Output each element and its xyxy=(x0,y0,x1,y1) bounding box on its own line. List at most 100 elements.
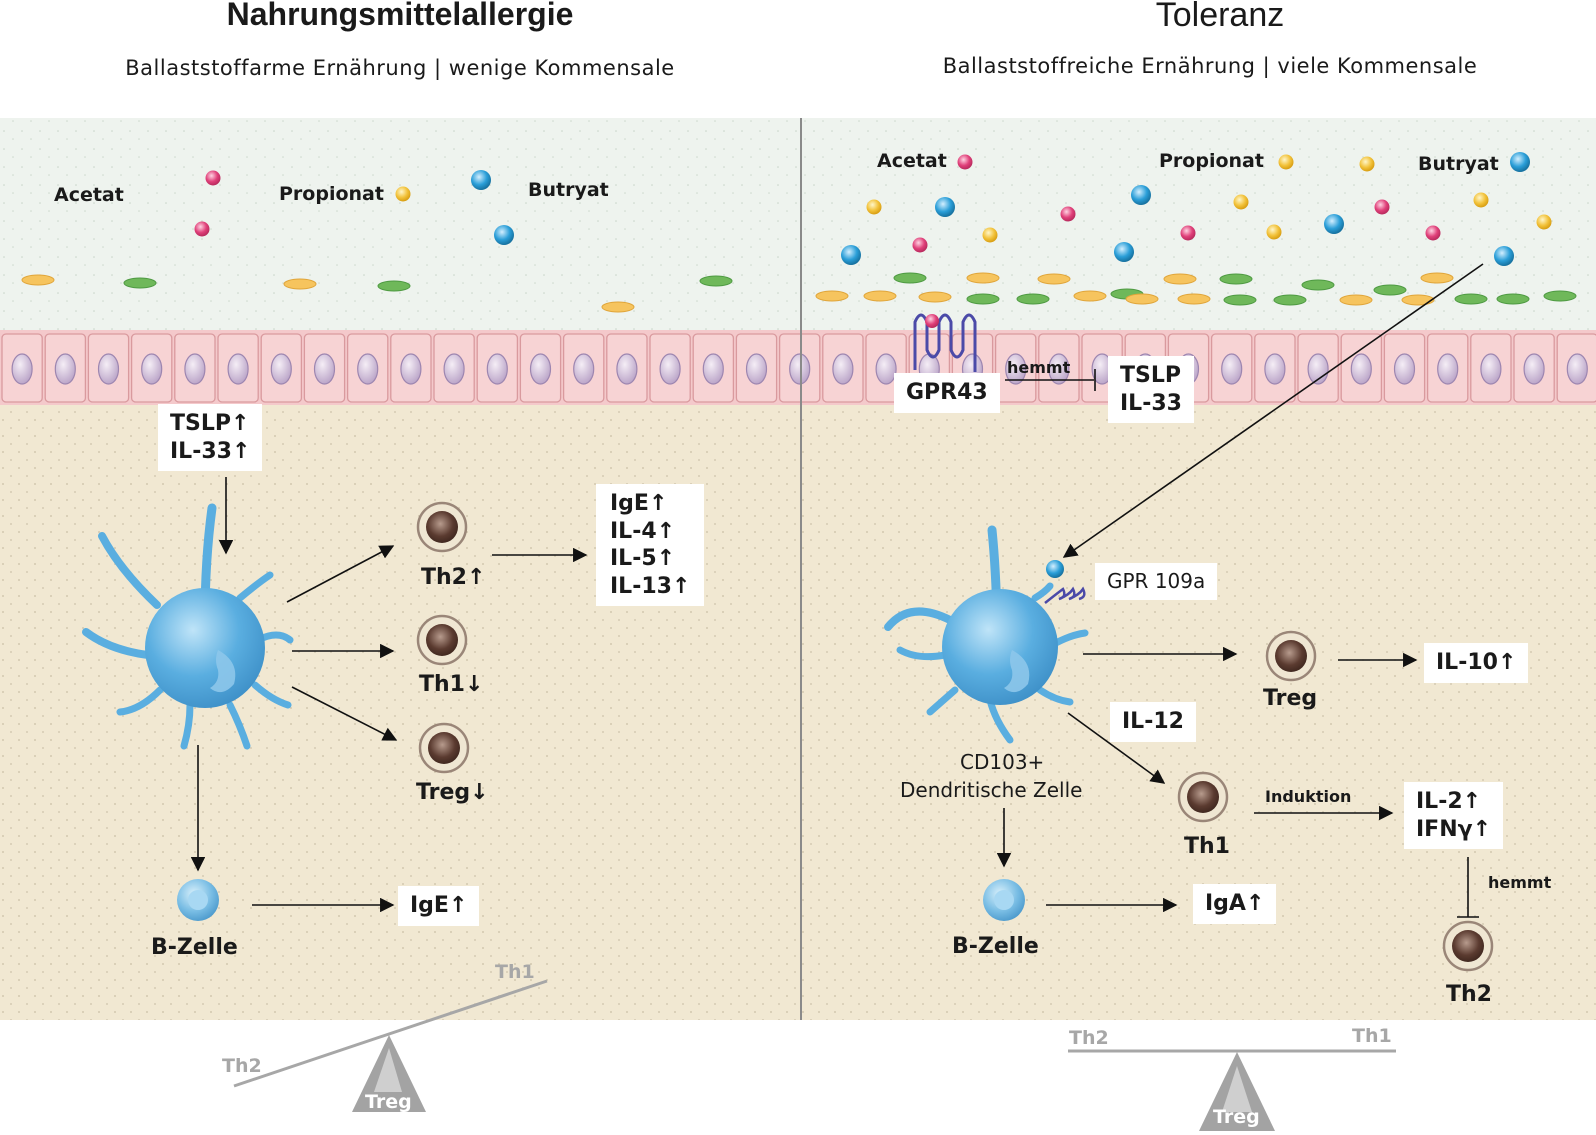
treg-cell-left xyxy=(418,722,470,774)
right-th2-label: Th2 xyxy=(1446,982,1492,1007)
bacterium xyxy=(1125,293,1159,305)
butryat-molecule xyxy=(1324,214,1344,234)
th1-cell-left xyxy=(416,614,468,666)
bacterium xyxy=(21,274,55,286)
epithelial-nucleus xyxy=(11,353,33,385)
left-cytokine-box: IgE↑ IL-4↑ IL-5↑ IL-13↑ xyxy=(596,484,705,606)
epithelial-nucleus xyxy=(1393,353,1416,385)
bacterium xyxy=(893,272,927,284)
epithelial-nucleus xyxy=(1480,353,1502,385)
right-tslp-il33-box: TSLP IL-33 xyxy=(1108,356,1194,423)
left-cytokine-il13: IL-13↑ xyxy=(610,573,691,599)
gpr109a-receptor xyxy=(1044,586,1086,604)
right-butryat-label: Butryat xyxy=(1418,153,1499,175)
right-il12-box: IL-12 xyxy=(1110,702,1196,742)
left-cytokine-ige: IgE↑ xyxy=(610,491,668,516)
bacterium xyxy=(123,277,157,289)
bacterium xyxy=(1496,293,1530,305)
bacterium xyxy=(1223,294,1257,306)
epithelial-nucleus xyxy=(1350,353,1372,385)
acetat-molecule xyxy=(1374,199,1390,215)
epithelial-nucleus xyxy=(400,353,422,385)
butryat-molecule xyxy=(1131,185,1151,205)
acetat-molecule xyxy=(205,170,221,186)
th1-cell-right xyxy=(1177,771,1229,823)
acetat-molecule xyxy=(1425,225,1441,241)
left-scale-th2: Th2 xyxy=(222,1055,262,1077)
right-hemmt-th2: hemmt xyxy=(1488,873,1552,892)
propionat-molecule xyxy=(982,227,998,243)
left-acetat-label: Acetat xyxy=(54,184,124,206)
right-acetat-label: Acetat xyxy=(877,150,947,172)
bacterium xyxy=(815,290,849,302)
epithelial-nucleus xyxy=(659,353,681,385)
propionat-molecule xyxy=(1278,154,1294,170)
dendritic-cell-right xyxy=(884,525,1089,744)
right-gpr43-box: GPR43 xyxy=(894,373,1000,413)
right-arrows xyxy=(996,263,1484,918)
left-scale-treg: Treg xyxy=(365,1091,412,1113)
butryat-molecule xyxy=(935,197,955,217)
left-arrows xyxy=(190,477,588,913)
propionat-molecule xyxy=(866,199,882,215)
epithelial-nucleus xyxy=(270,353,292,385)
left-il33: IL-33↑ xyxy=(170,438,251,464)
left-th1-label: Th1↓ xyxy=(419,672,484,697)
bacterium xyxy=(1401,294,1435,306)
left-subtitle: Ballaststoffarme Ernährung | wenige Komm… xyxy=(125,56,675,80)
epithelial-nucleus xyxy=(54,353,76,385)
epithelial-nucleus xyxy=(1523,353,1545,385)
epithelial-nucleus xyxy=(1437,353,1459,385)
left-cytokine-il5: IL-5↑ xyxy=(610,546,676,571)
epithelial-nucleus xyxy=(529,353,552,385)
right-subtitle: Ballaststoffreiche Ernährung | viele Kom… xyxy=(942,54,1478,78)
epithelial-nucleus xyxy=(184,353,206,385)
right-gpr109a-box: GPR 109a xyxy=(1095,563,1218,600)
butryat-bound-molecule xyxy=(1046,560,1064,578)
right-dc-label-line1: CD103+ xyxy=(960,750,1045,774)
right-bzelle-label: B-Zelle xyxy=(952,934,1039,959)
left-th2-label: Th2↑ xyxy=(421,565,486,590)
epithelial-nucleus xyxy=(875,353,897,385)
propionat-molecule xyxy=(1359,156,1375,172)
bacterium xyxy=(601,301,635,313)
bacterium xyxy=(1219,273,1253,285)
propionat-molecule xyxy=(1266,224,1282,240)
right-dc-label-line2: Dendritische Zelle xyxy=(900,778,1083,802)
epithelial-nucleus xyxy=(97,353,120,385)
left-treg-label: Treg↓ xyxy=(416,780,489,805)
epithelial-nucleus xyxy=(1264,353,1286,385)
right-title: Toleranz xyxy=(1155,0,1285,34)
bacterium xyxy=(966,293,1000,305)
bacterium xyxy=(966,272,1000,284)
b-cell-right xyxy=(983,879,1025,921)
acetat-molecule xyxy=(194,221,210,237)
right-scale-th1: Th1 xyxy=(1352,1025,1392,1047)
epithelial-nucleus xyxy=(1566,353,1588,385)
right-tslp: TSLP xyxy=(1120,363,1181,388)
right-il2-ifny-box: IL-2↑ IFNγ↑ xyxy=(1404,782,1504,849)
bacterium xyxy=(1373,284,1407,296)
th2-cell-right xyxy=(1442,920,1494,972)
epithelial-nucleus xyxy=(486,353,508,385)
epithelial-nucleus xyxy=(1221,353,1243,385)
epithelial-nucleus xyxy=(745,353,768,385)
right-induktion-label: Induktion xyxy=(1265,787,1352,806)
bacterium xyxy=(1273,294,1307,306)
right-il33: IL-33 xyxy=(1120,390,1182,416)
bacterium xyxy=(283,278,317,290)
right-propionat-label: Propionat xyxy=(1159,150,1264,172)
right-iga-box: IgA↑ xyxy=(1193,884,1277,924)
treg-cell-right xyxy=(1265,630,1317,682)
bacterium xyxy=(1177,293,1211,305)
propionat-molecule xyxy=(1233,194,1249,210)
commensal-bacteria xyxy=(21,272,1577,313)
left-butryat-label: Butryat xyxy=(528,179,609,201)
bacterium xyxy=(1073,290,1107,302)
butryat-molecule xyxy=(471,170,491,190)
epithelial-nucleus xyxy=(1048,353,1070,385)
acetat-molecule xyxy=(1180,225,1196,241)
butryat-molecule xyxy=(841,245,861,265)
left-cytokine-il4: IL-4↑ xyxy=(610,518,676,544)
right-ifny: IFNγ↑ xyxy=(1416,816,1492,842)
